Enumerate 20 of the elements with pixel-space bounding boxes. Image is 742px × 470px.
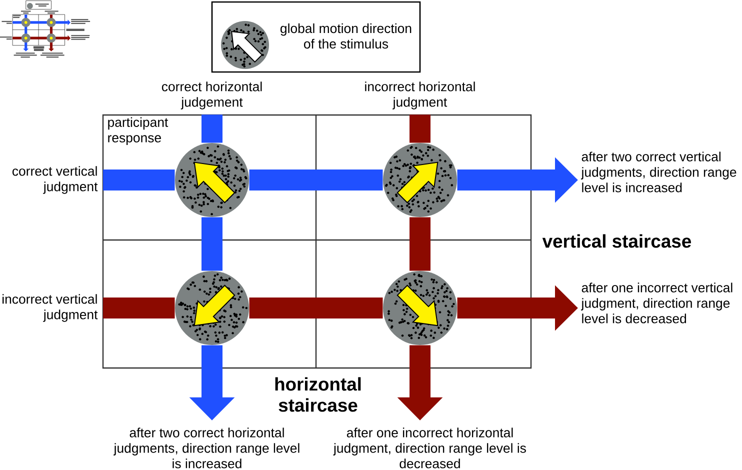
connector-bar [103, 298, 175, 318]
connector-bar [249, 170, 383, 190]
rule-text: after two correct vertical judgments, direction range level is increased [580, 152, 736, 192]
connector-bar [202, 217, 222, 271]
staircase-label: vertical staircase [542, 234, 691, 248]
staircase-label: horizontal staircase [275, 377, 361, 412]
rule-text: after one incorrect horizontal judgment, direction range level is decreased [333, 428, 526, 468]
legend-box: global motion direction of the stimulus [211, 1, 421, 73]
judgment-label: correct vertical judgment [12, 166, 98, 194]
rule-text: after one incorrect vertical judgment, direction range level is decreased [580, 282, 732, 324]
rule-text: after two correct horizontal judgments, direction range level is increased [114, 428, 300, 468]
judgment-label: correct horizontal judgement [162, 82, 262, 110]
judgment-label: incorrect vertical judgment [2, 294, 98, 322]
judgment-label: incorrect horizontal judgment [365, 82, 475, 110]
connector-bar [103, 170, 175, 190]
cell-label: participant response [108, 117, 168, 146]
connector-bar [410, 114, 430, 143]
connector-bar [249, 298, 383, 318]
connector-bar [202, 114, 222, 143]
connector-bar [410, 217, 430, 271]
